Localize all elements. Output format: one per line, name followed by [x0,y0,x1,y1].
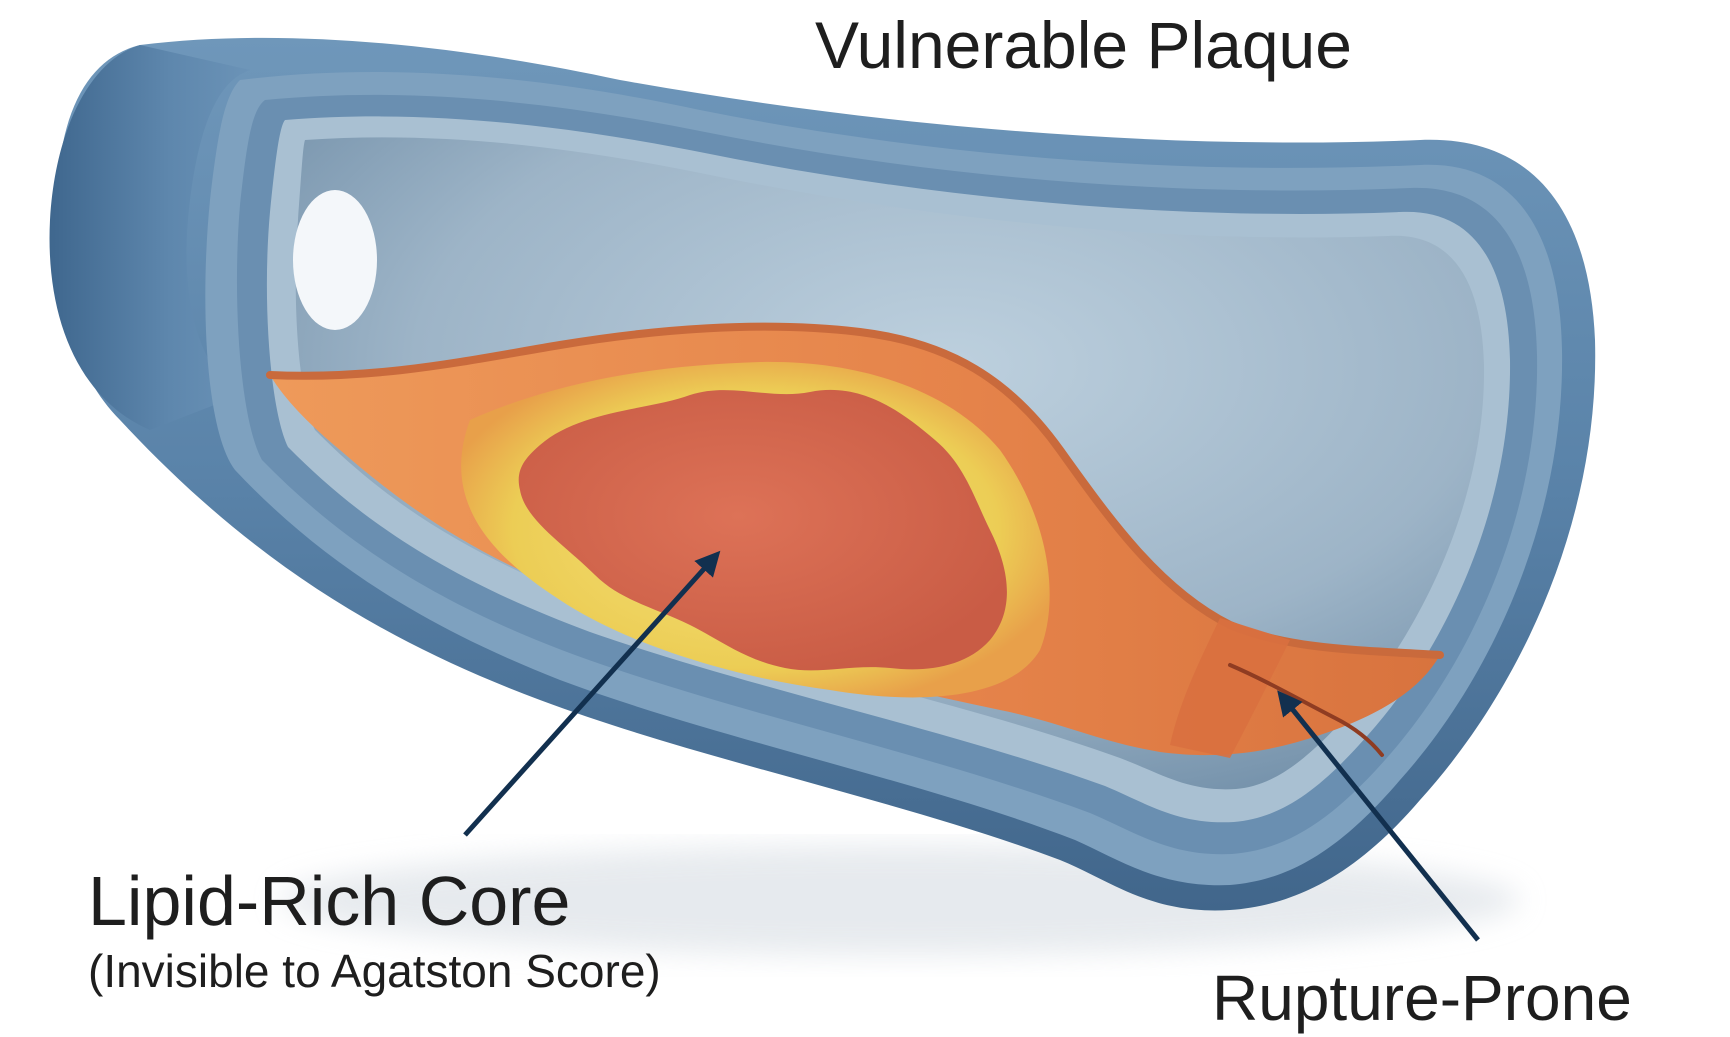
lipid-core-label: Lipid-Rich Core [88,866,570,936]
diagram-title: Vulnerable Plaque [815,12,1352,78]
lipid-core-note: (Invisible to Agatston Score) [88,948,661,994]
far-opening [293,190,377,330]
rupture-prone-label: Rupture-Prone [1212,966,1632,1030]
